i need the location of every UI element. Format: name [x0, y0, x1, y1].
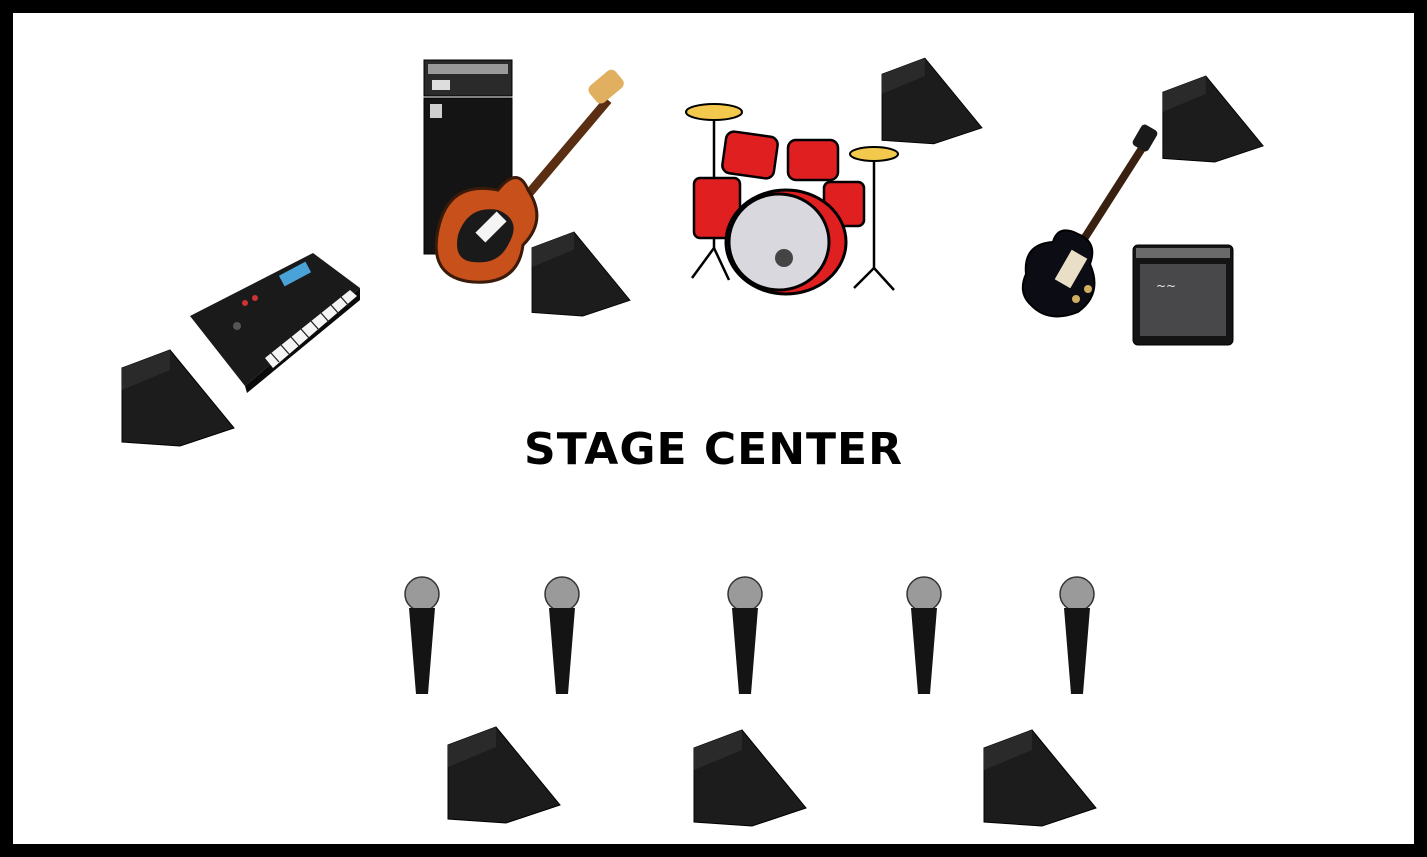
monitor-wedge-icon	[1162, 76, 1264, 162]
guitar-amp-icon: ~~	[1132, 244, 1234, 346]
monitor-wedge-icon	[694, 730, 806, 826]
monitor-wedge-icon	[531, 232, 631, 316]
drum-kit-icon	[684, 98, 912, 298]
microphone-icon	[905, 576, 943, 696]
microphone-icon	[403, 576, 441, 696]
microphone-icon	[1058, 576, 1096, 696]
monitor-wedge-icon	[984, 730, 1096, 826]
microphone-icon	[543, 576, 581, 696]
stage-center-label: STAGE CENTER	[0, 424, 1427, 475]
monitor-wedge-icon	[882, 58, 982, 144]
svg-text:~~: ~~	[1156, 279, 1176, 293]
microphone-icon	[726, 576, 764, 696]
monitor-wedge-icon	[448, 727, 560, 823]
